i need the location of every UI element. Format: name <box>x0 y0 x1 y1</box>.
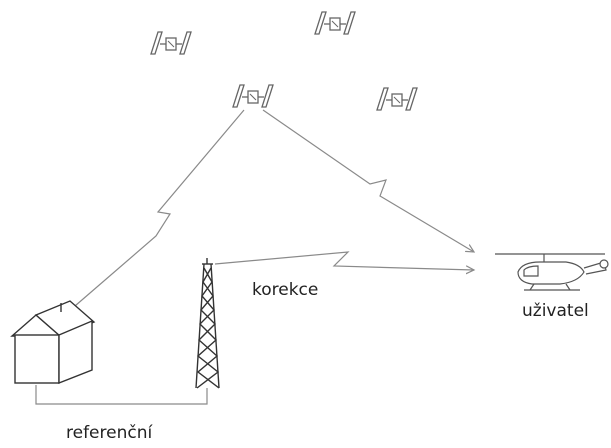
correction-label: korekce <box>252 280 319 300</box>
satellite-icon <box>314 11 356 35</box>
signal-to-reference-arrow <box>68 109 245 312</box>
house-icon <box>10 300 96 385</box>
correction-arrow <box>214 251 474 270</box>
reference-link <box>35 385 208 405</box>
radio-tower-icon <box>195 258 220 389</box>
reference-label: referenční <box>66 423 153 443</box>
satellite-icon <box>150 31 192 55</box>
satellite-icon <box>376 87 418 111</box>
signal-to-user-arrow <box>262 109 474 252</box>
satellite-icon <box>232 84 274 108</box>
user-label: uživatel <box>522 301 589 321</box>
helicopter-icon <box>495 253 609 291</box>
